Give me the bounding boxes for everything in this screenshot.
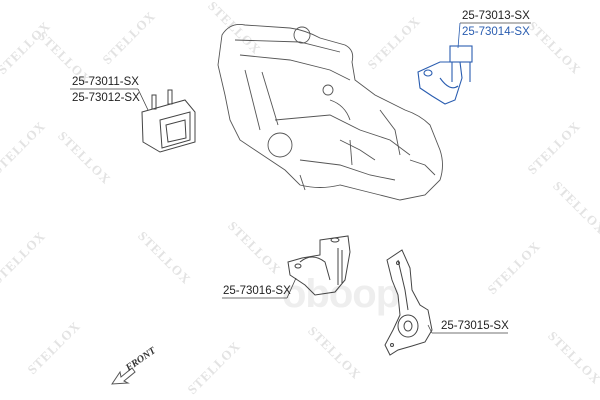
front-arrow-icon: [111, 367, 136, 385]
right-engine-mount-illustration: [417, 45, 473, 105]
engine-gearbox-illustration: [217, 24, 443, 201]
part-number-25-73015: 25-73015-SX: [441, 320, 509, 332]
part-number-25-73012: 25-73012-SX: [72, 92, 140, 104]
part-number-25-73013: 25-73013-SX: [462, 10, 530, 22]
part-number-25-73016: 25-73016-SX: [223, 285, 291, 297]
torque-rod-mount-illustration: [384, 249, 433, 356]
left-engine-mount-illustration: [141, 89, 196, 153]
part-number-25-73011: 25-73011-SX: [72, 76, 139, 88]
overlay-watermark: oboop: [282, 272, 400, 316]
part-number-25-73014: 25-73014-SX: [462, 26, 530, 38]
rear-gearbox-mount-illustration: [287, 235, 351, 296]
